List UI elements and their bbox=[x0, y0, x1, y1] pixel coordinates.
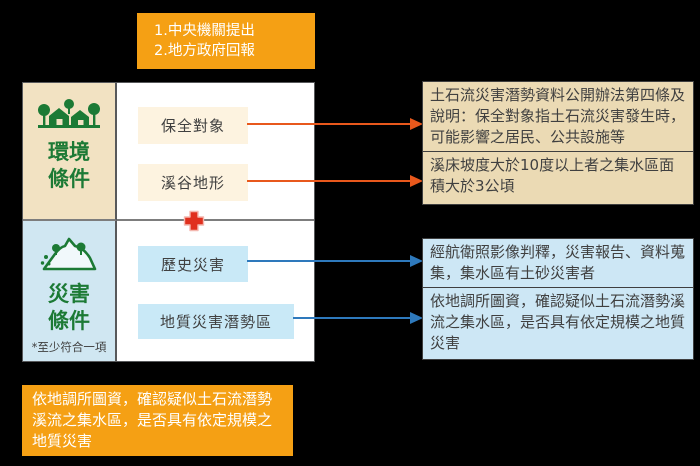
process-note-line2: 2.地方政府回報 bbox=[154, 43, 255, 59]
process-note-box: 1.中央機關提出 2.地方政府回報 bbox=[137, 13, 315, 69]
process-note-line1: 1.中央機關提出 bbox=[154, 23, 255, 39]
detail-geohazard-criteria: 依地調所圖資，確認疑似土石流潛勢溪流之集水區，是否具有依定規模之地質災害 bbox=[430, 292, 686, 352]
hazard-condition-note: *至少符合一項 bbox=[31, 340, 107, 354]
detail-history-criteria: 經航衛照影像判釋，災害報告、資料蒐集，集水區有土砂災害者 bbox=[423, 239, 693, 288]
landslide-hill-icon bbox=[38, 235, 100, 279]
env-detail-box: 土石流災害潛勢資料公開辦法第四條及說明：保全對象指土石流災害發生時，可能影響之居… bbox=[422, 81, 694, 205]
hazard-condition-label: 災害條件 bbox=[48, 282, 90, 333]
hazard-detail-box: 經航衛照影像判釋，災害報告、資料蒐集，集水區有土砂災害者 依地調所圖資，確認疑似… bbox=[422, 238, 694, 360]
env-condition-label: 環境條件 bbox=[48, 140, 90, 191]
bottom-note-box: 依地調所圖資，確認疑似土石流潛勢溪流之集水區，是否具有依定規模之地質災害 bbox=[22, 385, 293, 456]
detail-safeguard-definition: 土石流災害潛勢資料公開辦法第四條及說明：保全對象指土石流災害發生時，可能影響之居… bbox=[423, 82, 693, 152]
item-geohazard-potential-zone: 地質災害潛勢區 bbox=[138, 304, 294, 339]
detail-valley-criteria: 溪床坡度大於10度以上者之集水區面積大於3公頃 bbox=[430, 156, 675, 195]
item-safeguard-targets: 保全對象 bbox=[138, 107, 248, 144]
item-historical-disaster: 歷史災害 bbox=[138, 246, 248, 282]
red-plus-icon bbox=[183, 210, 205, 232]
hazard-items-cell bbox=[117, 221, 314, 361]
condition-table: 環境條件 災害條件 *至少符合一項 bbox=[22, 82, 315, 362]
hazard-condition-cell: 災害條件 *至少符合一項 bbox=[23, 221, 117, 361]
env-condition-cell: 環境條件 bbox=[23, 83, 117, 221]
houses-and-trees-icon bbox=[36, 97, 102, 137]
item-valley-terrain: 溪谷地形 bbox=[138, 164, 248, 201]
